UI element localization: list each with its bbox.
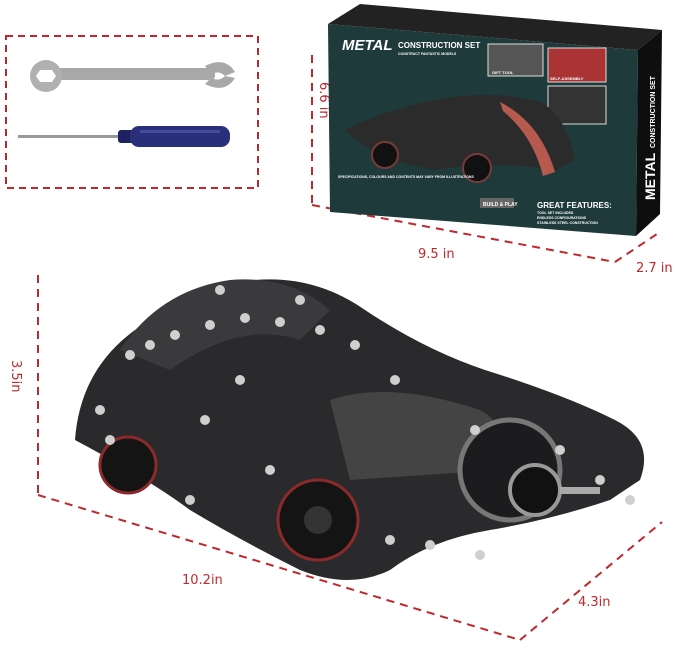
box-brand-sub: CONSTRUCTION SET — [398, 41, 480, 50]
box-side-brand-sub: CONSTRUCTION SET — [650, 75, 657, 148]
box-inset-2: SELF-ASSEMBLY — [550, 76, 584, 81]
box-brand: METAL — [342, 37, 393, 54]
model-height-label: 3.5in — [8, 360, 23, 393]
model-dimension-lines — [37, 275, 663, 641]
box-width-label: 9.5 in — [418, 247, 455, 262]
box-car-illustration — [345, 95, 575, 183]
box-height-label: 6.6 in — [316, 82, 331, 119]
box-feature: ENDLESS CONFIGURATIONS — [537, 216, 587, 220]
product-box: METAL CONSTRUCTION SET CONSTRUCT FANTAST… — [328, 4, 662, 236]
wrench-icon — [30, 60, 235, 92]
tools-panel — [5, 35, 259, 189]
box-dimension-lines — [311, 55, 658, 263]
box-features-title: GREAT FEATURES: — [537, 201, 612, 210]
box-feature: STAINLESS STEEL CONSTRUCTION — [537, 221, 598, 225]
model-width-label: 4.3in — [578, 595, 611, 610]
model-length-label: 10.2in — [182, 573, 223, 588]
box-badge: BUILD & PLAY — [483, 202, 518, 208]
box-disclaimer: SPECIFICATIONS, COLOURS AND CONTENTS MAY… — [338, 175, 474, 179]
box-depth-label: 2.7 in — [636, 261, 673, 276]
box-inset-1: GIFT TOOL — [492, 70, 514, 75]
box-feature: TOOL SET INCLUDED — [537, 211, 574, 215]
car-model — [75, 279, 645, 580]
screwdriver-icon — [18, 126, 230, 147]
box-tagline: CONSTRUCT FANTASTIC MODELS — [398, 52, 457, 56]
box-side-brand: METAL — [642, 152, 658, 200]
